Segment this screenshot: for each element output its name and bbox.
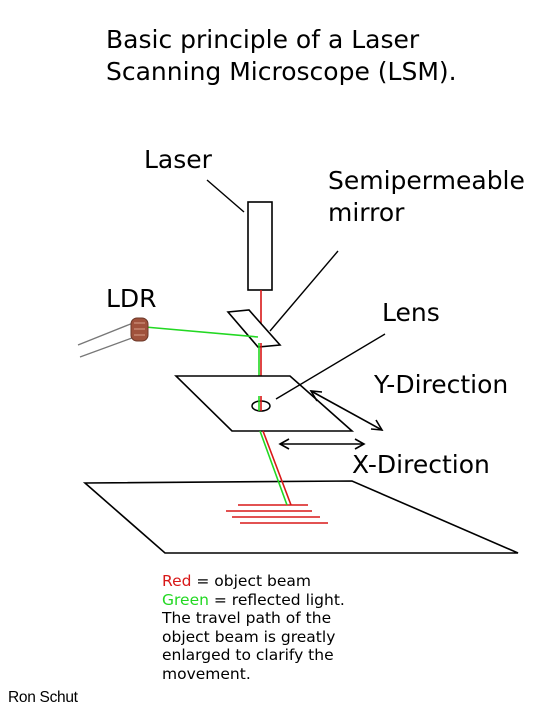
y-direction-label: Y-Direction: [374, 370, 509, 399]
title-line-1: Basic principle of a Laser: [106, 25, 420, 54]
legend-red-word: Red: [162, 572, 192, 590]
laser-pointer: [206, 179, 245, 213]
legend-red-text: = object beam: [191, 572, 311, 590]
legend: Red = object beam Green = reflected ligh…: [162, 572, 402, 683]
y-direction-arrow: [309, 390, 384, 431]
object-beam-lower: [262, 430, 292, 506]
lens-pointer: [275, 333, 386, 400]
legend-note-line-4: movement.: [162, 664, 251, 683]
mirror-label-line-2: mirror: [328, 198, 405, 227]
ldr-label: LDR: [106, 284, 157, 313]
legend-green-word: Green: [162, 590, 209, 609]
legend-green-row: Green = reflected light.: [162, 591, 402, 610]
laser-label: Laser: [144, 145, 212, 174]
diagram-title: Basic principle of a Laser Scanning Micr…: [106, 24, 457, 88]
ldr-wire-2: [79, 334, 141, 358]
reflected-beam-lower: [259, 430, 288, 506]
author-credit: Ron Schut: [8, 689, 78, 706]
laser-body: [247, 201, 273, 291]
ldr-sensor: [77, 317, 149, 358]
mirror-label-line-1: Semipermeable: [328, 166, 525, 195]
legend-note-line-3: enlarged to clarify the: [162, 646, 334, 664]
ldr-wire-1: [77, 320, 139, 346]
specimen-plane: [82, 480, 519, 554]
mirror-pointer: [269, 250, 339, 332]
legend-green-text: = reflected light.: [208, 590, 345, 609]
legend-note-line-2: object beam is greatly: [162, 627, 336, 646]
x-direction-label: X-Direction: [352, 450, 490, 479]
legend-note-line-1: The travel path of the: [162, 609, 332, 627]
x-direction-arrow: [278, 438, 366, 450]
scan-path: [226, 504, 328, 524]
title-line-2: Scanning Microscope (LSM).: [106, 57, 457, 86]
reflected-beam-to-ldr: [144, 326, 259, 338]
legend-red-row: Red = object beam: [162, 572, 402, 591]
lens-label: Lens: [382, 298, 440, 327]
